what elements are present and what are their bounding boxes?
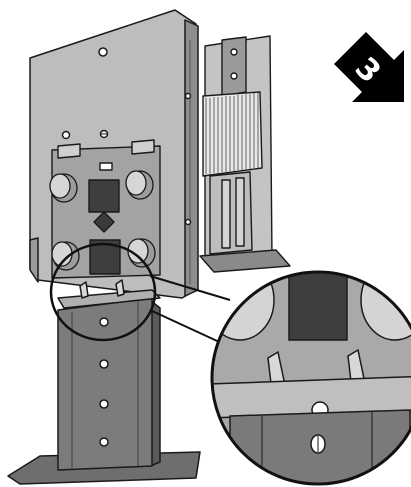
step-badge: 3 xyxy=(334,32,404,102)
bolt-top-left xyxy=(49,173,78,203)
detail-source-circle xyxy=(49,242,157,342)
clip-right xyxy=(115,279,125,297)
dark-square-upper xyxy=(88,179,120,213)
clip-left xyxy=(79,281,89,299)
stand-hole xyxy=(99,359,109,369)
rear-lower-bracket xyxy=(209,171,253,255)
stand-hole xyxy=(99,399,109,409)
plate-hole xyxy=(98,47,108,57)
detail-zoom-callout xyxy=(212,272,411,484)
stand-hole xyxy=(99,437,109,447)
bolt-bottom-left xyxy=(51,241,80,271)
callout-lines xyxy=(149,275,231,347)
rear-heatsink-module xyxy=(199,35,291,273)
pedestal-stand xyxy=(7,279,201,485)
stand-hole xyxy=(99,317,109,327)
arrow-down-right-icon xyxy=(334,32,404,102)
bolt-top-right xyxy=(125,170,154,200)
mounting-bolts xyxy=(49,170,156,271)
plate-hole xyxy=(61,130,71,140)
heatsink-fin-block xyxy=(202,91,263,177)
diamond-marker xyxy=(93,211,115,233)
detail-zoom-ring xyxy=(210,270,411,486)
heatsink-fins xyxy=(205,93,259,174)
rear-foot xyxy=(199,249,291,273)
bolt-bottom-right xyxy=(127,238,156,268)
rear-top-bracket xyxy=(221,36,247,97)
